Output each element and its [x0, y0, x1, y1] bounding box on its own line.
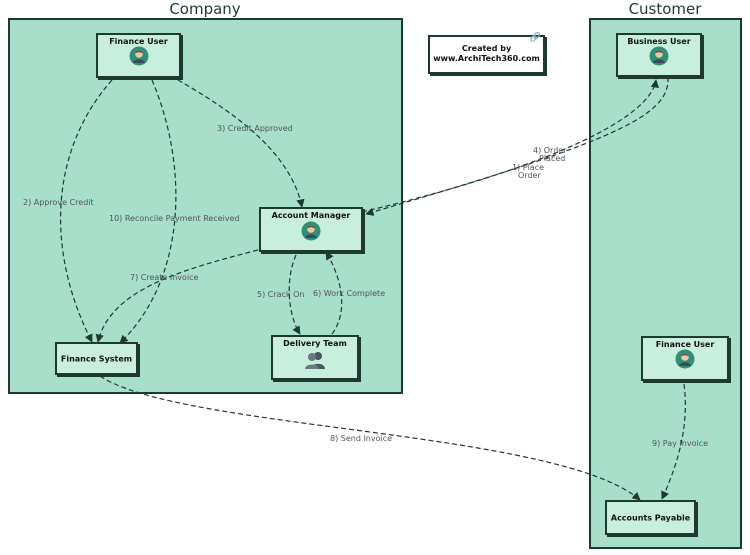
- edge-label-crack-on: 5) Crack On: [257, 290, 304, 299]
- node-business-user[interactable]: Business User: [616, 33, 702, 77]
- node-label: Business User: [627, 37, 691, 46]
- edge-label-place-order-1: 1) Place: [512, 163, 544, 172]
- edge-reconcile-payment: [119, 79, 177, 344]
- node-account-manager[interactable]: Account Manager: [259, 207, 363, 252]
- edge-label-work-complete: 6) Work Complete: [313, 289, 385, 298]
- company-zone-title: Company: [169, 0, 241, 18]
- edge-label-reconcile-payment: 10) Reconcile Payment Received: [109, 214, 240, 223]
- edge-label-credit-approved: 3) Credit Approved: [217, 124, 293, 133]
- credits-note-line2: www.ArchiTech360.com: [433, 54, 540, 63]
- node-label: Finance User: [655, 340, 715, 349]
- user-avatar-icon: [675, 349, 695, 369]
- edge-label-create-invoice: 7) Create Invoice: [130, 273, 199, 282]
- edge-label-place-order-2: Order: [518, 171, 541, 180]
- node-customer-finance-user[interactable]: Finance User: [641, 336, 729, 381]
- team-icon: [305, 352, 325, 369]
- node-label: Account Manager: [271, 211, 351, 220]
- customer-zone-title: Customer: [628, 0, 702, 18]
- edge-label-approve-credit: 2) Approve Credit: [23, 198, 94, 207]
- user-avatar-icon: [301, 221, 321, 241]
- edge-crack-on: [288, 254, 301, 335]
- edge-work-complete: [325, 251, 343, 335]
- edge-label-order-placed-1: 4) Order: [533, 146, 567, 155]
- user-avatar-icon: [129, 46, 148, 66]
- edge-credit-approved: [177, 79, 305, 208]
- company-zone: [8, 18, 403, 394]
- customer-zone: [589, 18, 742, 549]
- link-icon[interactable]: 🔗: [529, 33, 541, 43]
- edge-approve-credit: [59, 79, 113, 343]
- node-label: Finance System: [60, 354, 133, 363]
- edge-place-order: [365, 76, 669, 216]
- node-company-finance-user[interactable]: Finance User: [96, 33, 181, 78]
- edge-label-order-placed-2: Placed: [539, 154, 565, 163]
- credits-note: Created by www.ArchiTech360.com 🔗: [428, 33, 545, 74]
- edge-order-placed: [361, 79, 660, 213]
- edge-label-pay-invoice: 9) Pay Invoice: [652, 439, 708, 448]
- credits-note-line1: Created by: [461, 44, 512, 53]
- node-delivery-team[interactable]: Delivery Team: [271, 335, 359, 380]
- node-label: Finance User: [109, 37, 168, 46]
- node-label: Accounts Payable: [610, 513, 691, 522]
- user-avatar-icon: [649, 46, 669, 66]
- node-accounts-payable[interactable]: Accounts Payable: [605, 500, 696, 535]
- node-finance-system[interactable]: Finance System: [55, 342, 138, 375]
- edge-create-invoice: [95, 249, 259, 343]
- node-label: Delivery Team: [283, 339, 347, 348]
- edge-label-send-invoice: 8) Send Invoice: [330, 434, 392, 443]
- edge-pay-invoice: [661, 383, 686, 500]
